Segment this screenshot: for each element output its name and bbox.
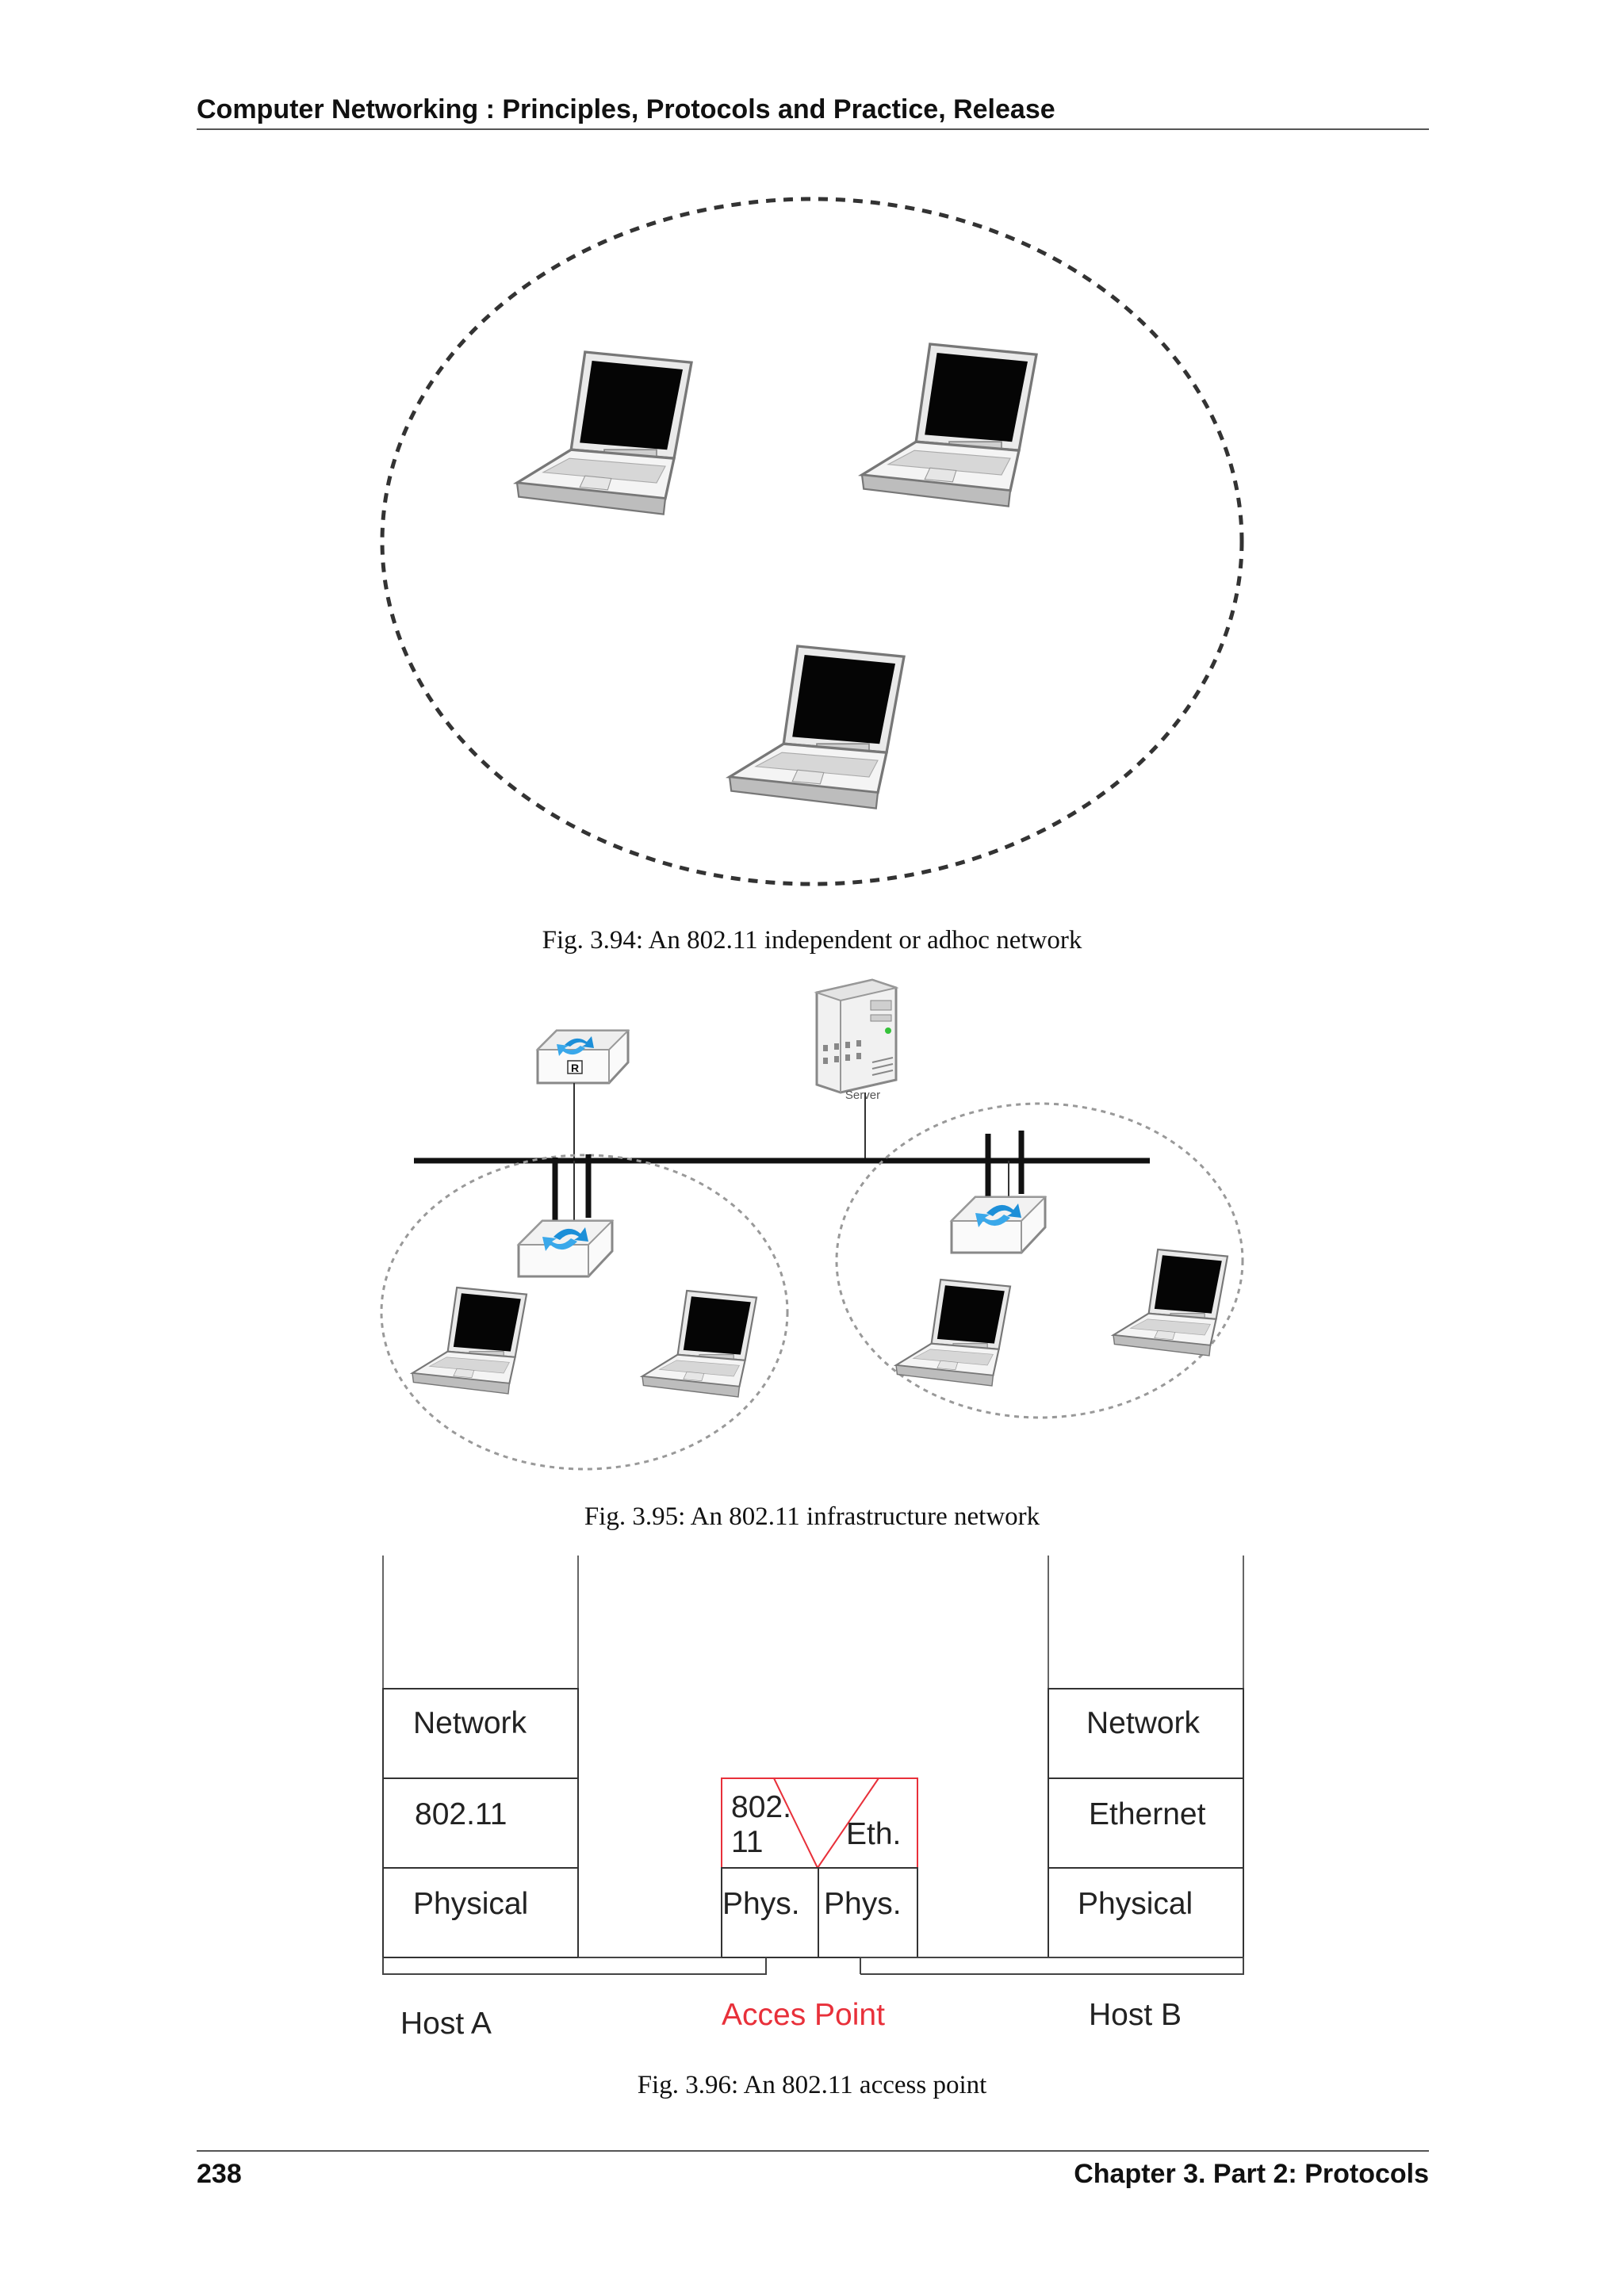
access-point-icon: [519, 1154, 612, 1276]
host-b-ethernet-layer: Ethernet: [1089, 1797, 1206, 1831]
server-label: Server: [845, 1089, 880, 1102]
host-a-physical-layer: Physical: [413, 1887, 528, 1921]
access-point-stack-figure: Network 802.11 Physical Network Ethernet…: [382, 1556, 1244, 2041]
page-number: 238: [197, 2159, 242, 2189]
laptop-icon: [1112, 1248, 1229, 1357]
ap-ethernet-label: Eth.: [846, 1817, 901, 1851]
laptop-icon: [860, 342, 1038, 508]
infrastructure-network-figure: R Server: [380, 978, 1244, 1471]
header-rule: [197, 128, 1429, 130]
access-point-stack: 802. 11 Eth. Phys. Phys.: [721, 1777, 918, 1958]
bss-coverage-left: [380, 1154, 789, 1471]
figure-caption-adhoc: Fig. 3.94: An 802.11 independent or adho…: [542, 926, 1082, 955]
chapter-title: Chapter 3. Part 2: Protocols: [1074, 2159, 1429, 2189]
host-a-80211-layer: 802.11: [415, 1797, 507, 1831]
router-icon: R: [535, 1029, 630, 1085]
laptop-icon: [515, 350, 693, 516]
running-header: Computer Networking : Principles, Protoc…: [197, 94, 1055, 124]
access-point-label: Acces Point: [722, 1998, 885, 2032]
router-label: R: [571, 1062, 579, 1074]
host-a-network-layer: Network: [413, 1706, 527, 1740]
laptop-icon: [411, 1286, 528, 1395]
ap-80211-label-bottom: 11: [731, 1825, 764, 1859]
access-point-icon: [952, 1131, 1045, 1253]
host-b-physical-layer: Physical: [1078, 1887, 1193, 1921]
laptop-icon: [641, 1289, 758, 1399]
ap-phys-right: Phys.: [824, 1887, 902, 1921]
bss-coverage-right: [835, 1102, 1244, 1419]
wireless-link: [382, 1957, 767, 1975]
laptop-icon: [728, 645, 906, 810]
wired-link: [860, 1957, 1244, 1975]
host-a-label: Host A: [400, 2007, 492, 2041]
footer-rule: [197, 2150, 1429, 2152]
host-b-stack: Network Ethernet Physical: [1048, 1556, 1244, 1958]
adhoc-network-figure: [380, 197, 1244, 886]
laptop-icon: [894, 1278, 1012, 1387]
host-a-stack: Network 802.11 Physical: [382, 1556, 579, 1958]
ap-80211-label-top: 802.: [731, 1790, 791, 1824]
host-b-label: Host B: [1089, 1998, 1182, 2032]
adhoc-coverage-area: [380, 197, 1244, 886]
host-b-network-layer: Network: [1086, 1706, 1201, 1740]
figure-caption-access-point: Fig. 3.96: An 802.11 access point: [637, 2071, 987, 2099]
server-icon: Server: [814, 978, 899, 1102]
figure-caption-infrastructure: Fig. 3.95: An 802.11 infrastructure netw…: [584, 1502, 1040, 1531]
ap-phys-left: Phys.: [722, 1887, 800, 1921]
